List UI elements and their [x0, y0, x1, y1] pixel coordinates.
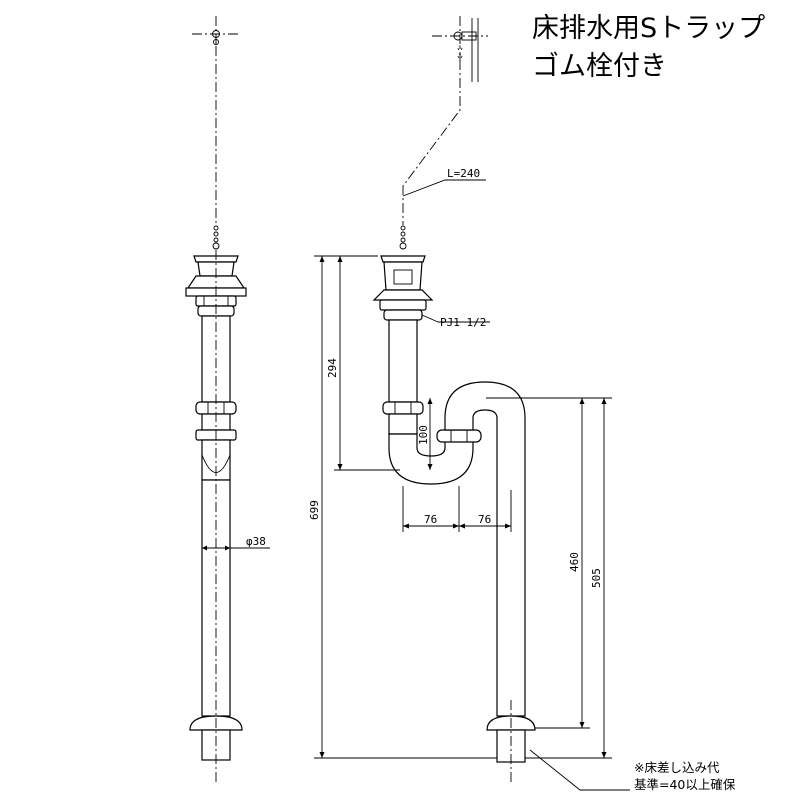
- thread-label: PJ1 1/2: [440, 316, 486, 329]
- note-line-2: 基準=40以上確保: [634, 777, 736, 792]
- note-line-1: ※床差し込み代: [634, 760, 720, 775]
- floor-height-label: 505: [590, 568, 603, 588]
- chain-length-label: L=240: [447, 167, 480, 180]
- offset-right-label: 76: [478, 513, 491, 526]
- offset-left-label: 76: [424, 513, 437, 526]
- side-view: L=240 PJ1 1/2: [308, 16, 630, 791]
- upper-height-label: 294: [326, 358, 339, 378]
- outlet-height-label: 460: [568, 552, 581, 572]
- bend-height-label: 100: [417, 425, 430, 445]
- diameter-label: φ38: [246, 535, 266, 548]
- title-line-1: 床排水用Sトラップ: [532, 13, 766, 44]
- total-height-label: 699: [308, 500, 321, 520]
- front-view: φ38: [185, 16, 270, 782]
- title-line-2: ゴム栓付き: [532, 51, 667, 82]
